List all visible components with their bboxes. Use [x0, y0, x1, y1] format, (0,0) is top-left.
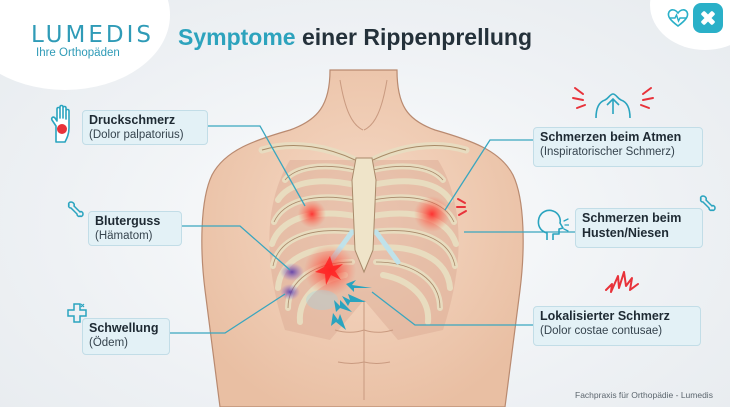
sternum [351, 157, 377, 274]
label-atmen-subtitle: (Inspiratorischer Schmerz) [540, 146, 675, 158]
label-lokalisiert: Lokalisierter Schmerz (Dolor costae cont… [533, 306, 701, 346]
brand-tagline: Ihre Orthopäden [36, 47, 120, 59]
medical-cross-icon [701, 11, 715, 25]
coughing-head-icon [537, 209, 569, 240]
title-accent: Symptome [178, 24, 296, 50]
brand-logo: LUMEDIS [31, 22, 154, 48]
label-druckschmerz: Druckschmerz (Dolor palpatorius) [82, 110, 208, 145]
footer-credit: Fachpraxis für Orthopädie - Lumedis [575, 390, 713, 400]
label-atmen-title: Schmerzen beim Atmen [540, 130, 682, 144]
label-husten: Schmerzen beim Husten/Niesen [575, 208, 703, 248]
label-bluterguss-subtitle: (Hämatom) [95, 230, 153, 242]
label-schwellung: Schwellung (Ödem) [82, 318, 170, 355]
label-druckschmerz-subtitle: (Dolor palpatorius) [89, 129, 184, 141]
bone-icon [67, 201, 84, 218]
label-lokalisiert-subtitle: (Dolor costae contusae) [540, 325, 663, 337]
label-bluterguss-title: Bluterguss [95, 214, 161, 228]
label-druckschmerz-title: Druckschmerz [89, 113, 176, 127]
bone-icon-right [699, 195, 716, 212]
title-rest: einer Rippenprellung [295, 24, 533, 50]
hand-pain-icon [50, 104, 70, 143]
label-bluterguss: Bluterguss (Hämatom) [88, 211, 182, 246]
label-lokalisiert-title: Lokalisierter Schmerz [540, 309, 670, 323]
swelling-cross-icon [67, 303, 87, 323]
label-husten-title-line1: Schmerzen beim [582, 211, 682, 225]
pain-spark-small-icon [456, 198, 467, 216]
label-schwellung-title: Schwellung [89, 321, 159, 335]
label-schwellung-subtitle: (Ödem) [89, 337, 128, 349]
heart-pulse-icon [667, 9, 689, 28]
label-husten-title-line2: Husten/Niesen [582, 226, 669, 240]
breathing-torso-icon [572, 87, 654, 119]
medical-cross-badge [693, 3, 723, 33]
label-atmen: Schmerzen beim Atmen (Inspiratorischer S… [533, 127, 703, 167]
pain-spark-icon [605, 271, 639, 293]
page-title: Symptome einer Rippenprellung [178, 24, 532, 51]
